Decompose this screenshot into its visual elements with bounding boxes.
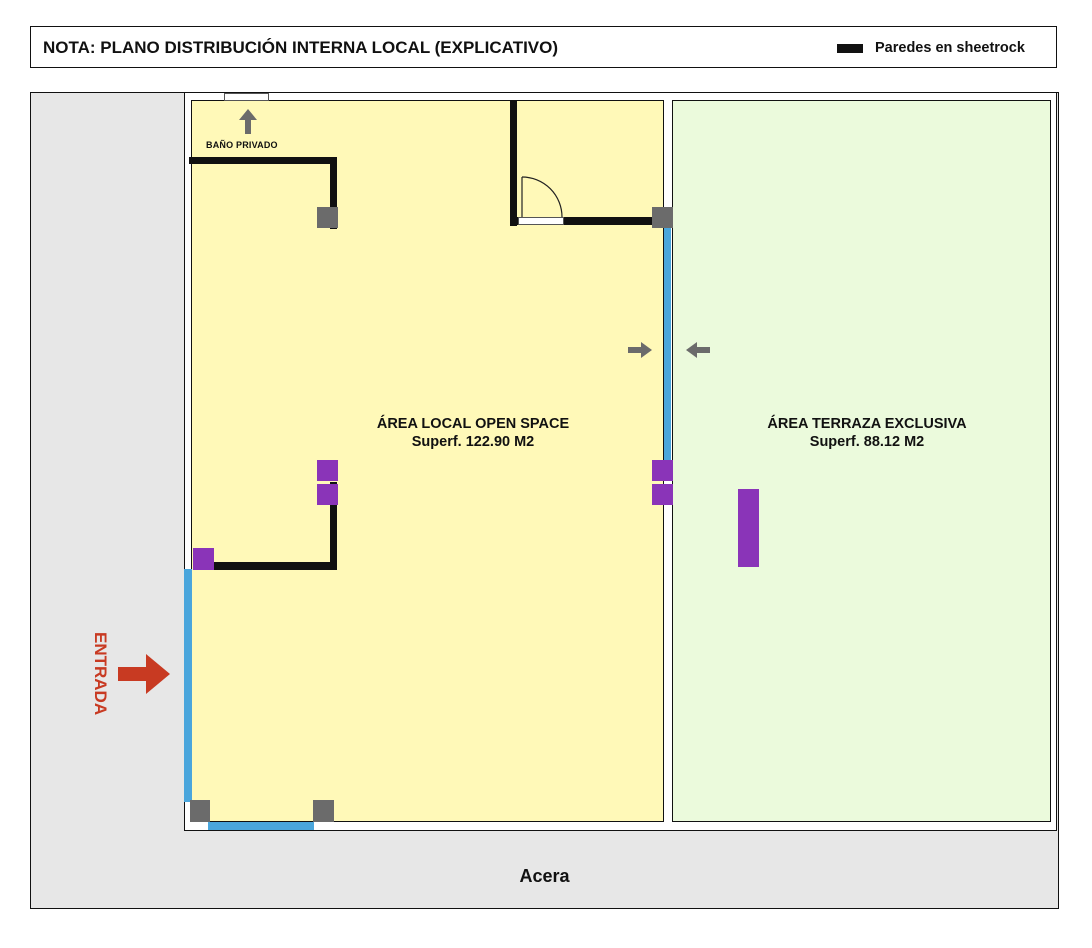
wall-bathroom-top <box>189 157 337 164</box>
terrace-area-name: ÁREA TERRAZA EXCLUSIVA <box>767 416 967 432</box>
legend-sheetrock-swatch <box>837 44 863 53</box>
local-area-name: ÁREA LOCAL OPEN SPACE <box>376 416 570 432</box>
column-gray <box>652 207 673 228</box>
local-area-label: ÁREA LOCAL OPEN SPACE Superf. 122.90 M2 <box>300 415 646 451</box>
column-gray <box>190 800 210 822</box>
entrance-arrow-icon <box>118 654 170 694</box>
storage-door-sill <box>518 217 564 225</box>
terrace-area-label: ÁREA TERRAZA EXCLUSIVA Superf. 88.12 M2 <box>694 415 1040 451</box>
column-purple <box>317 460 338 481</box>
bathroom-door-gap <box>224 93 269 101</box>
note-box: NOTA: PLANO DISTRIBUCIÓN INTERNA LOCAL (… <box>30 26 1057 68</box>
wall-lower-bottom <box>200 562 337 570</box>
column-purple <box>193 548 214 570</box>
sidewalk-label: Acera <box>519 866 570 886</box>
terrace-area-size: Superf. 88.12 M2 <box>809 434 925 450</box>
legend-sheetrock-label: Paredes en sheetrock <box>875 40 1025 56</box>
wall-bathroom-right <box>330 157 337 229</box>
glass-facade-entrance <box>184 569 192 802</box>
arrow-left-icon <box>686 342 710 358</box>
wall-lower-right <box>330 482 337 569</box>
column-gray <box>317 207 338 228</box>
zone-terrace <box>672 100 1051 822</box>
local-area-size: Superf. 122.90 M2 <box>411 434 535 450</box>
arrow-right-icon <box>628 342 652 358</box>
note-title: NOTA: PLANO DISTRIBUCIÓN INTERNA LOCAL (… <box>43 38 559 57</box>
storage-door-swing <box>521 176 563 218</box>
column-purple <box>652 460 673 481</box>
column-purple-terrace <box>738 489 759 567</box>
glass-partition-terrace <box>664 226 671 462</box>
arrow-up-icon <box>239 109 257 134</box>
wall-storage-bottom <box>510 217 664 225</box>
glass-facade-bottom <box>208 822 314 830</box>
column-purple <box>317 484 338 505</box>
wall-storage-left <box>510 100 517 226</box>
zone-local-open-space <box>191 100 664 822</box>
bathroom-label: BAÑO PRIVADO <box>206 140 278 150</box>
column-purple <box>652 484 673 505</box>
column-gray <box>313 800 334 822</box>
entrance-label: ENTRADA <box>91 632 110 716</box>
